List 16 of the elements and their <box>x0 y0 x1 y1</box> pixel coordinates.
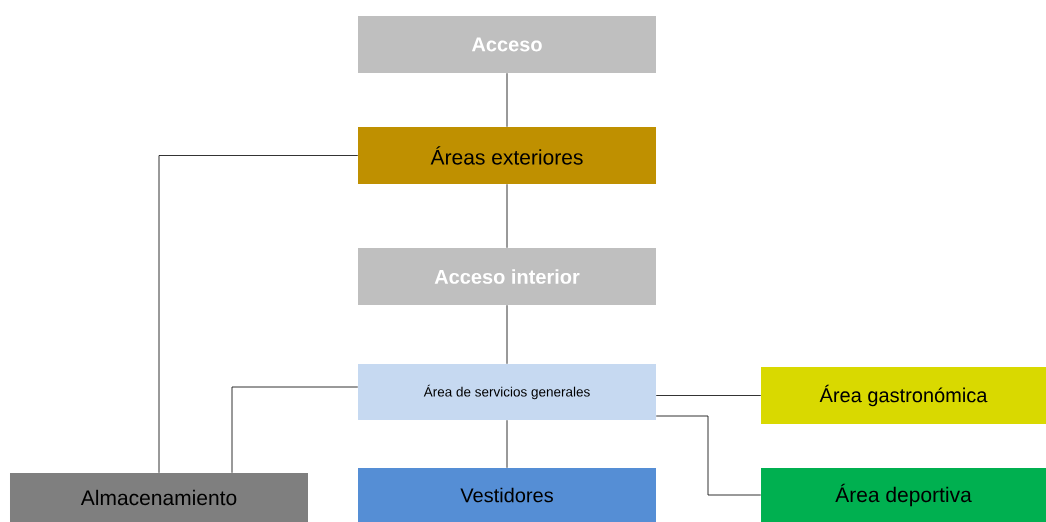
connector-line <box>506 72 508 128</box>
process-box: Vestidores <box>358 468 656 522</box>
connector-line <box>506 419 508 469</box>
connector-line <box>655 395 762 396</box>
process-box: Área gastronómica <box>761 367 1046 424</box>
connector-line <box>506 183 508 249</box>
process-box: Áreas exteriores <box>358 127 656 184</box>
connector-line <box>655 415 762 496</box>
process-box: Acceso interior <box>358 248 656 305</box>
connector-line <box>231 386 359 474</box>
process-box: Área deportiva <box>761 468 1046 522</box>
process-box: Área de servicios generales <box>358 364 656 420</box>
process-box: Acceso <box>358 16 656 73</box>
connector-line <box>506 304 508 365</box>
connector-line <box>158 155 359 474</box>
process-box: Almacenamiento <box>10 473 308 522</box>
